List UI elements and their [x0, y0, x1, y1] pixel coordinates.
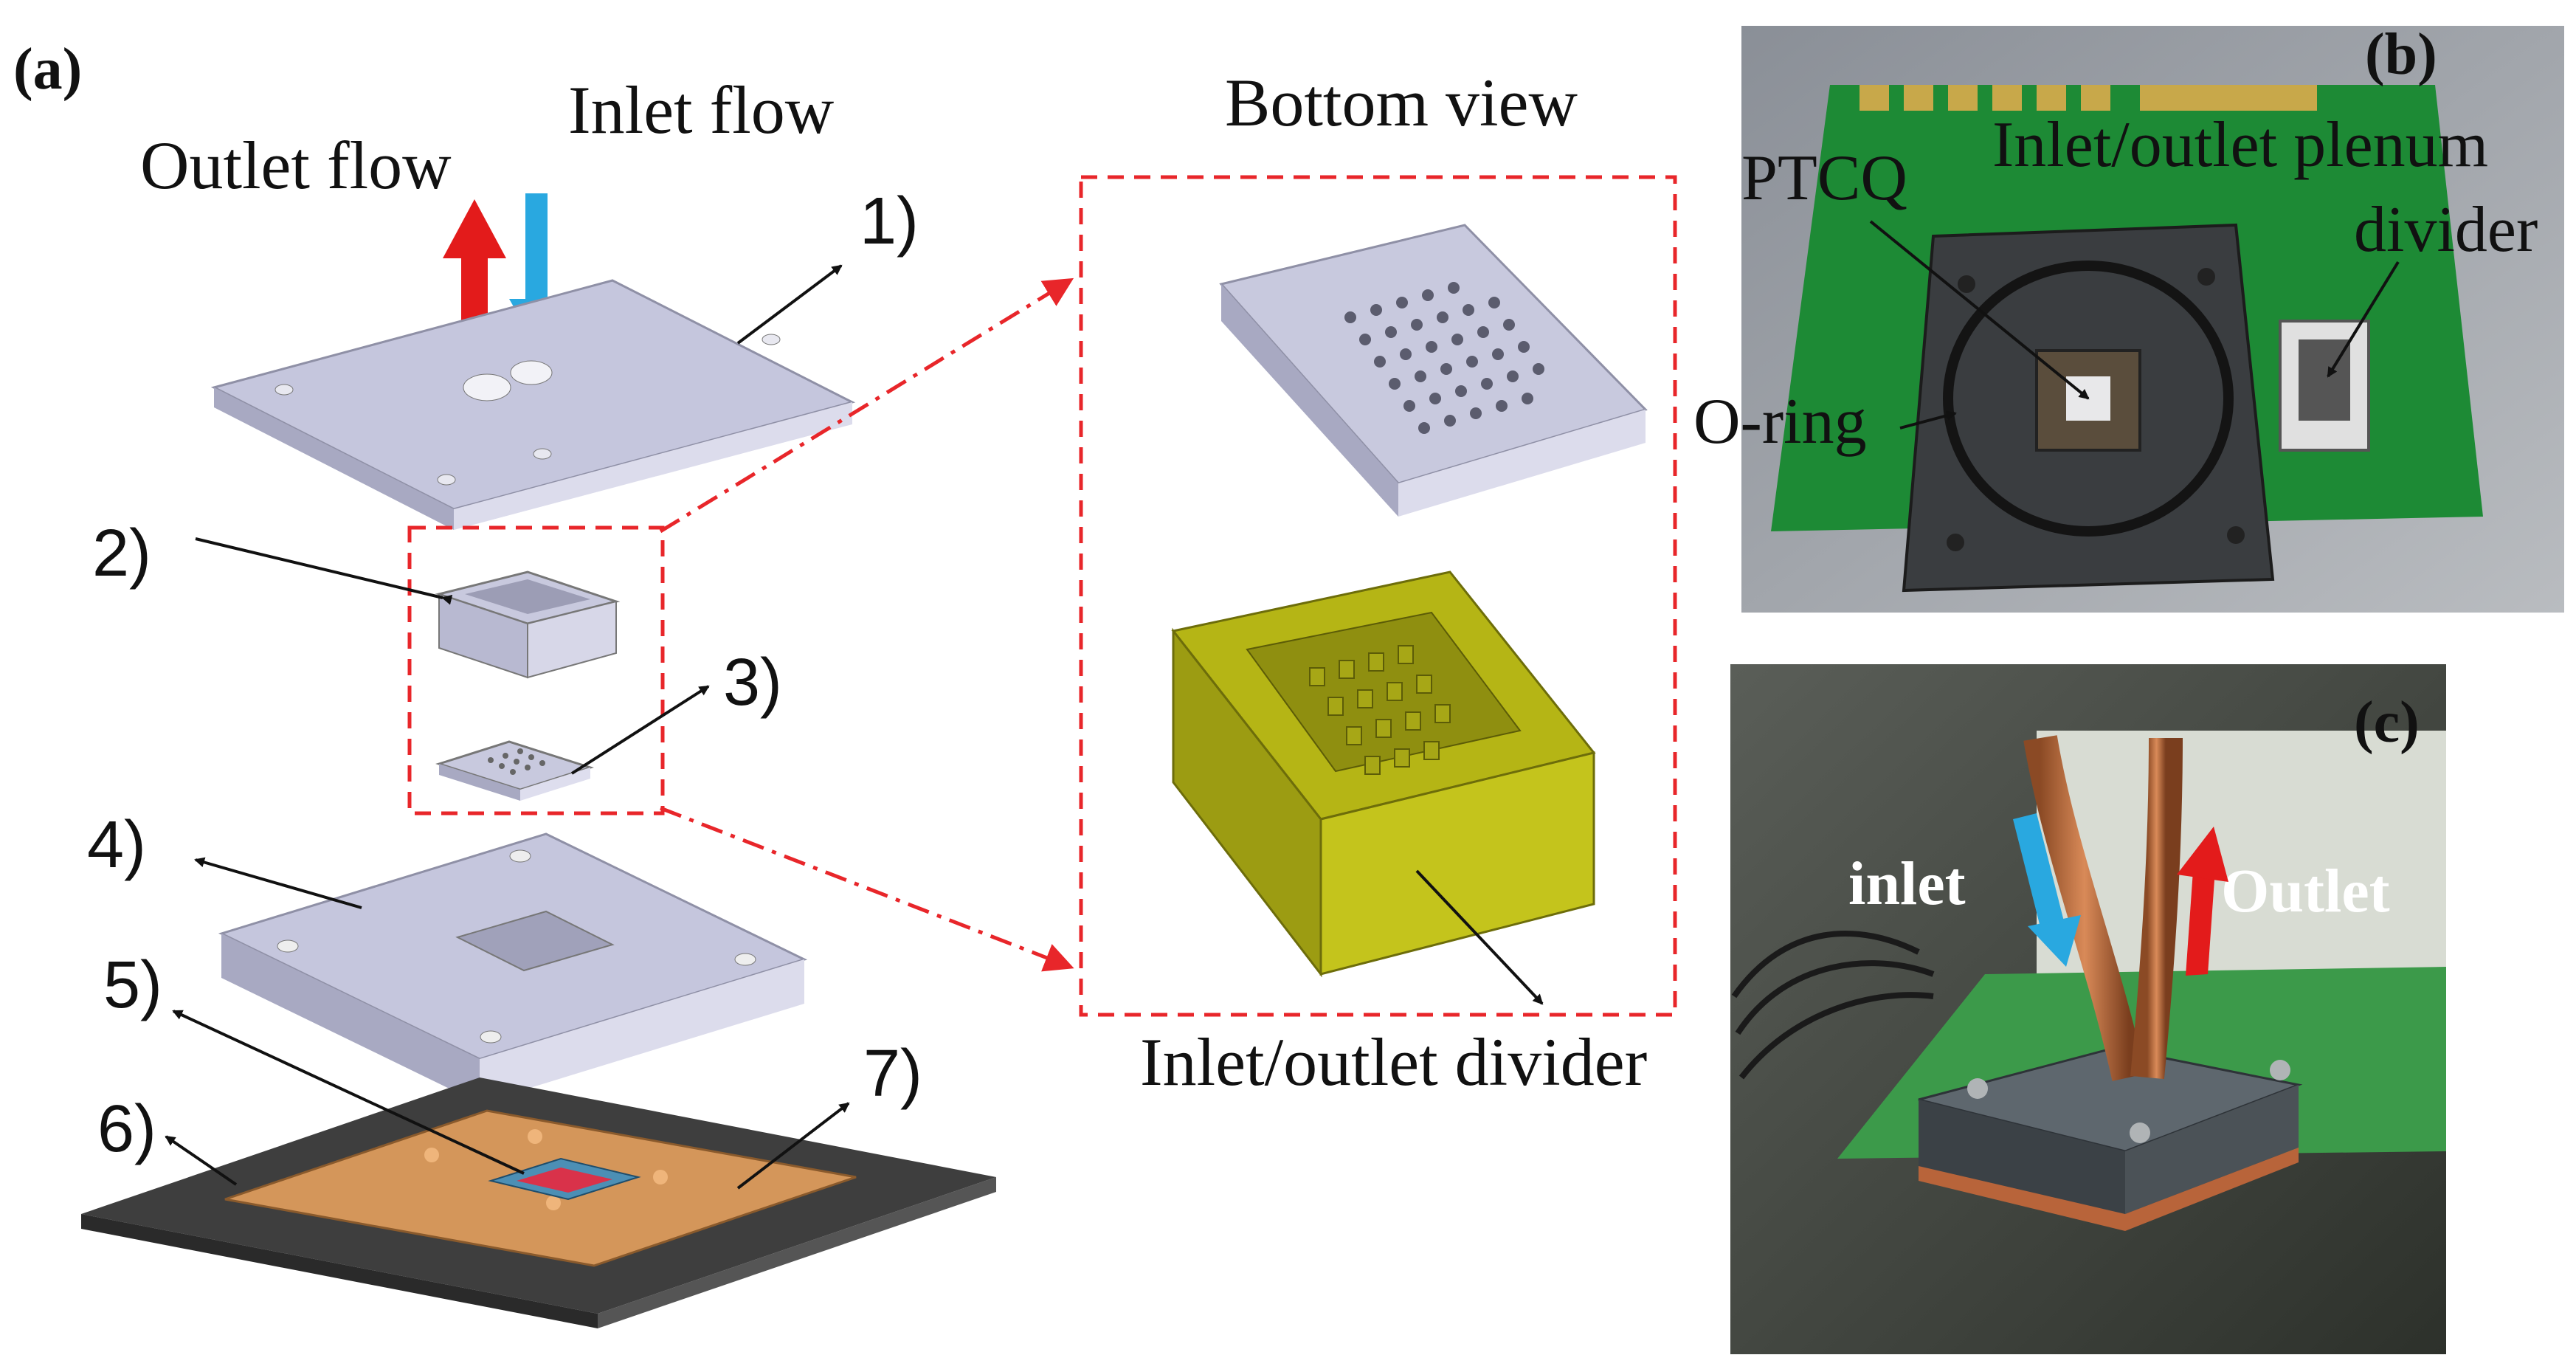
divider-label: Inlet/outlet divider	[1140, 1024, 1647, 1100]
callout-2: 2)	[92, 517, 151, 590]
zoom-source-box	[407, 525, 665, 815]
panel-a: (a) Outlet flow Inlet flow 1)	[13, 37, 1677, 1328]
part-3-pin-plate	[435, 740, 594, 801]
outlet-flow-label: Outlet flow	[140, 128, 452, 203]
plenum-leader	[2327, 261, 2400, 378]
divider-leader	[1415, 869, 1544, 1005]
callout-3: 3)	[723, 646, 782, 720]
callout-1-leader	[736, 264, 843, 345]
oring-label: O-ring	[1693, 386, 1867, 458]
callout-7-leader	[736, 1102, 850, 1190]
callout-4-leader	[194, 857, 362, 909]
outlet-label-c: Outlet	[2221, 857, 2390, 925]
plenum-label-line1: Inlet/outlet plenum	[1992, 109, 2488, 181]
callout-6: 6)	[97, 1092, 156, 1166]
zoom-detail-box	[1079, 175, 1677, 1017]
part-4-lid-plate	[218, 832, 808, 1103]
callout-5-leader	[172, 1010, 525, 1175]
inlet-flow-label: Inlet flow	[568, 72, 835, 148]
bottom-view-holes	[1344, 282, 1544, 434]
callout-2-leader	[195, 537, 453, 605]
divider-part-3d	[1171, 570, 1596, 978]
callout-7: 7)	[863, 1037, 922, 1111]
part-5-die	[488, 1157, 641, 1201]
callout-1: 1)	[860, 185, 919, 258]
panel-c-photo: (c) inlet Outlet	[1730, 664, 2446, 1354]
panel-c-label: (c)	[2354, 690, 2420, 755]
panel-b-photo: (b) Inlet/outlet plenum divider PTCQ O-r…	[1693, 22, 2564, 613]
callout-6-leader	[165, 1135, 238, 1186]
panel-a-label: (a)	[13, 37, 82, 102]
oring-leader	[1899, 410, 1957, 430]
divider-pins	[1309, 645, 1451, 775]
ptcq-label: PTCQ	[1741, 142, 1907, 214]
outlet-arrow-c	[2177, 827, 2228, 976]
copper-base	[1919, 1148, 2299, 1231]
zoom-connector-top	[659, 277, 1074, 534]
inlet-label-c: inlet	[1848, 849, 1966, 918]
callout-5: 5)	[103, 948, 162, 1022]
cables	[1731, 931, 1935, 1080]
part-2-divider-housing	[435, 570, 621, 679]
bottom-view-label: Bottom view	[1225, 65, 1578, 140]
edge-connector-pads	[1860, 85, 2317, 111]
zoom-connector-bottom	[660, 806, 1074, 972]
plenum-label-line2: divider	[2354, 194, 2538, 266]
callout-4: 4)	[87, 808, 146, 882]
cold-plate-front	[1919, 1100, 2125, 1214]
callout-3-leader	[570, 685, 710, 775]
inlet-arrow-c	[2013, 813, 2081, 967]
copper-tube-right	[2130, 737, 2183, 1080]
copper-tube-left	[2023, 735, 2146, 1081]
o-ring	[1943, 261, 2234, 537]
panel-b-label: (b)	[2365, 22, 2437, 87]
bottom-view-plate	[1219, 224, 1648, 517]
part-1-top-plate	[210, 279, 856, 530]
ptcq-leader	[1869, 220, 2090, 400]
